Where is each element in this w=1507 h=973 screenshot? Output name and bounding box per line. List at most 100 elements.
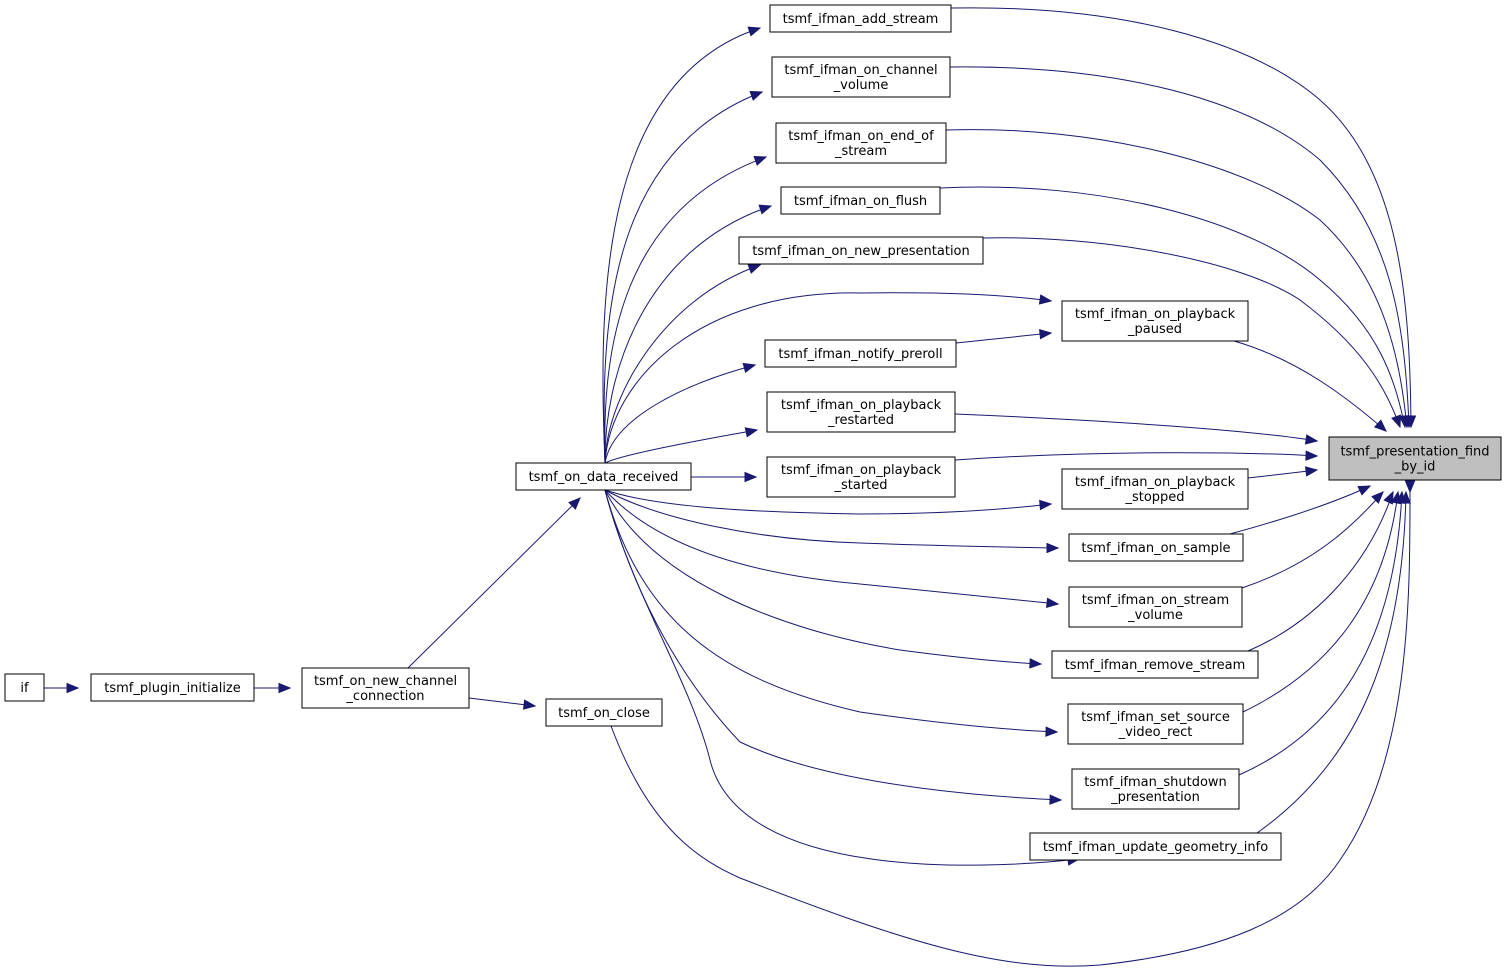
edge-line [1247, 469, 1318, 479]
node-find[interactable]: tsmf_presentation_find_by_id [1328, 436, 1502, 481]
node-box [775, 122, 947, 164]
edge-line [604, 429, 758, 464]
edge-line [604, 489, 1052, 515]
node-stream-vol[interactable]: tsmf_ifman_on_stream_volume [1068, 586, 1243, 628]
node-shutdown[interactable]: tsmf_ifman_shutdown_presentation [1071, 768, 1240, 810]
node-geometry[interactable]: tsmf_ifman_update_geometry_info [1029, 832, 1282, 861]
arrowhead-icon [1029, 658, 1043, 669]
edge-stream_vol-to-find [1241, 491, 1384, 589]
arrowhead-icon [1046, 597, 1060, 609]
edge-line [954, 452, 1318, 461]
node-box [1328, 436, 1502, 481]
node-box [545, 698, 663, 727]
node-label-line: tsmf_ifman_on_stream [1082, 593, 1229, 608]
edge-line [604, 489, 1059, 605]
node-label-line: tsmf_ifman_set_source [1081, 710, 1230, 725]
edge-data_recv-to-shutdown [604, 489, 1063, 805]
node-label-line: _presentation [1110, 790, 1200, 805]
edge-line [604, 364, 756, 464]
edge-data_recv-to-pb_started [691, 471, 758, 483]
node-label-line: tsmf_ifman_on_channel [784, 63, 937, 78]
node-plugin-init[interactable]: tsmf_plugin_initialize [90, 673, 255, 702]
node-box [1061, 300, 1249, 342]
edge-preroll-to-pb_paused [955, 328, 1053, 344]
edge-line [407, 497, 581, 669]
node-box [1051, 650, 1259, 679]
node-box [769, 4, 952, 33]
node-src-rect[interactable]: tsmf_ifman_set_source_video_rect [1067, 703, 1244, 745]
edge-data_recv-to-remove_stream [604, 489, 1043, 669]
arrowhead-icon [1049, 794, 1063, 805]
node-sample[interactable]: tsmf_ifman_on_sample [1068, 533, 1244, 562]
arrowhead-icon [568, 497, 581, 510]
edge-line [1247, 491, 1394, 652]
node-label-line: _paused [1127, 322, 1182, 337]
node-on-close[interactable]: tsmf_on_close [545, 698, 663, 727]
arrowhead-icon [758, 204, 773, 215]
node-channel-vol[interactable]: tsmf_ifman_on_channel_volume [771, 56, 951, 98]
node-label-line: tsmf_ifman_on_flush [794, 194, 927, 209]
node-box [1068, 586, 1243, 628]
node-end-stream[interactable]: tsmf_ifman_on_end_of_stream [775, 122, 947, 164]
edge-if-to-plugin_init [44, 682, 80, 694]
arrowhead-icon [1304, 466, 1319, 477]
arrowhead-icon [744, 471, 758, 483]
node-label-line: tsmf_ifman_on_playback [1075, 475, 1236, 490]
node-label-line: tsmf_ifman_notify_preroll [778, 347, 942, 362]
arrowhead-icon [749, 91, 764, 101]
node-new-channel[interactable]: tsmf_on_new_channel_connection [301, 667, 470, 709]
node-data-recv[interactable]: tsmf_on_data_received [515, 462, 692, 491]
node-box [764, 339, 957, 368]
edge-data_recv-to-sample [604, 489, 1060, 554]
edge-line [1233, 340, 1387, 432]
node-remove-stream[interactable]: tsmf_ifman_remove_stream [1051, 650, 1259, 679]
arrowhead-icon [1305, 450, 1319, 461]
arrowhead-icon [522, 699, 537, 710]
edge-data_recv-to-preroll [604, 362, 757, 464]
node-label-line: tsmf_ifman_on_end_of [788, 129, 934, 144]
node-label-line: tsmf_presentation_find [1340, 445, 1489, 460]
node-if[interactable]: if [4, 673, 45, 702]
edge-data_recv-to-pb_restarted [604, 427, 759, 464]
edge-add_stream-to-find [950, 7, 1417, 429]
edge-data_recv-to-src_rect [604, 489, 1059, 737]
node-add-stream[interactable]: tsmf_ifman_add_stream [769, 4, 952, 33]
edge-plugin_init-to-new_channel [254, 682, 292, 694]
node-pb-started[interactable]: tsmf_ifman_on_playback_started [766, 456, 956, 498]
arrowhead-icon [1357, 485, 1372, 496]
node-label-line: _stream [834, 144, 887, 159]
edge-data_recv-to-add_stream [602, 26, 762, 464]
edge-pb_stopped-to-find [1247, 466, 1319, 479]
node-box [90, 673, 255, 702]
edge-line [603, 91, 763, 464]
arrowhead-icon [1039, 499, 1053, 511]
edge-line [1238, 491, 1403, 776]
edges-layer [44, 7, 1417, 967]
arrowhead-icon [1038, 294, 1053, 305]
arrowhead-icon [66, 682, 80, 694]
node-new-pres[interactable]: tsmf_ifman_on_new_presentation [738, 236, 984, 265]
edge-shutdown-to-find [1238, 490, 1407, 776]
node-box [301, 667, 470, 709]
node-box [1071, 768, 1240, 810]
node-label-line: tsmf_ifman_on_playback [781, 463, 942, 478]
edge-data_recv-to-new_pres [604, 264, 762, 464]
node-preroll[interactable]: tsmf_ifman_notify_preroll [764, 339, 957, 368]
node-flush[interactable]: tsmf_ifman_on_flush [780, 186, 941, 215]
node-box [738, 236, 984, 265]
arrowhead-icon [1045, 726, 1059, 737]
edge-data_recv-to-geometry [604, 489, 1081, 866]
arrowhead-icon [278, 682, 292, 694]
edge-line [610, 491, 1411, 967]
node-pb-paused[interactable]: tsmf_ifman_on_playback_paused [1061, 300, 1249, 342]
node-pb-restarted[interactable]: tsmf_ifman_on_playback_restarted [766, 391, 956, 433]
edge-line [945, 129, 1408, 428]
node-label-line: tsmf_plugin_initialize [104, 681, 241, 696]
edge-line [604, 292, 1052, 464]
node-pb-stopped[interactable]: tsmf_ifman_on_playback_stopped [1061, 468, 1249, 510]
node-label-line: tsmf_on_new_channel [314, 674, 457, 689]
edge-line [1242, 491, 1399, 713]
edge-end_stream-to-find [945, 129, 1412, 429]
node-box [771, 56, 951, 98]
